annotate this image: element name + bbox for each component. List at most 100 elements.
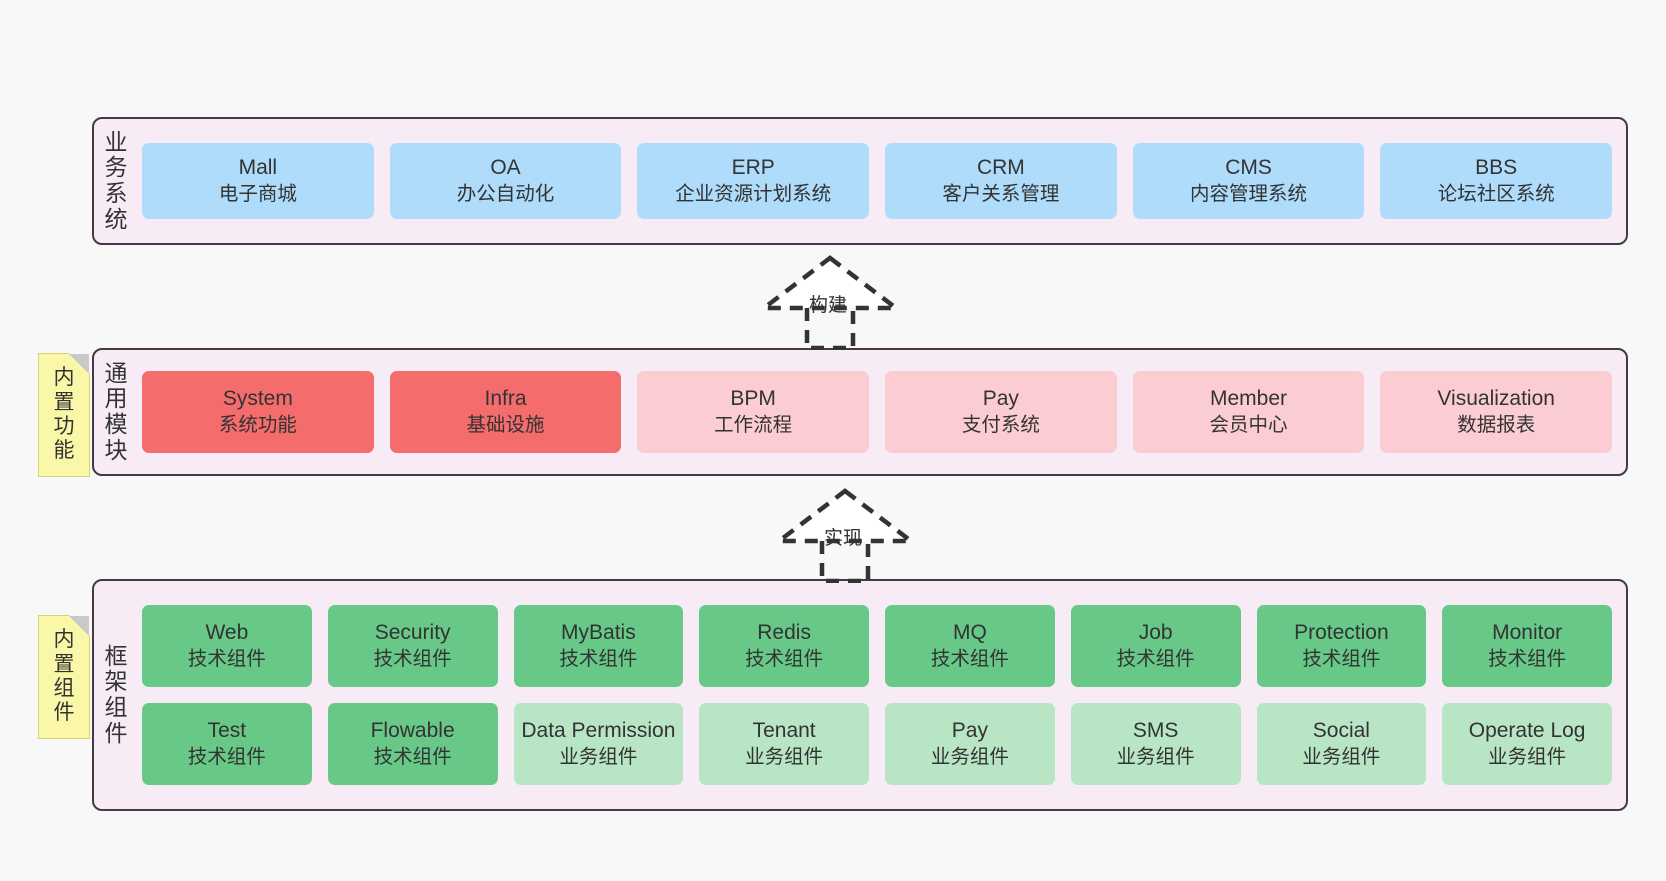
layer-label-char: 用 xyxy=(104,385,128,412)
card-sms[interactable]: SMS 业务组件 xyxy=(1070,703,1241,785)
card-member[interactable]: Member 会员中心 xyxy=(1132,371,1365,453)
layer-label-char: 务 xyxy=(104,154,128,181)
note-char: 置 xyxy=(53,652,75,676)
note-builtin-component: 内 置 组 件 xyxy=(38,615,90,739)
layer-label-char: 组 xyxy=(104,694,128,720)
card-erp[interactable]: ERP 企业资源计划系统 xyxy=(637,143,870,219)
card-web[interactable]: Web 技术组件 xyxy=(142,605,312,687)
card-subtitle: 技术组件 xyxy=(1302,647,1381,670)
connector-implement-label: 实现 xyxy=(824,528,863,549)
layer-label-common-module: 通 用 模 块 xyxy=(94,350,138,474)
layer-label-char: 模 xyxy=(104,411,128,437)
card-subtitle: 基础设施 xyxy=(466,413,545,436)
card-subtitle: 会员中心 xyxy=(1209,413,1288,436)
card-redis[interactable]: Redis 技术组件 xyxy=(699,605,869,687)
card-mall[interactable]: Mall 电子商城 xyxy=(142,143,374,219)
card-title: Redis xyxy=(757,621,811,645)
card-visualization[interactable]: Visualization 数据报表 xyxy=(1380,371,1613,453)
card-title: Flowable xyxy=(370,719,455,743)
card-system[interactable]: System 系统功能 xyxy=(142,371,374,453)
layer-label-char: 通 xyxy=(104,359,128,386)
card-title: Infra xyxy=(484,387,527,411)
card-bpm[interactable]: BPM 工作流程 xyxy=(637,371,870,453)
card-subtitle: 技术组件 xyxy=(559,647,638,670)
card-test[interactable]: Test 技术组件 xyxy=(142,703,312,785)
layer-label-char: 系 xyxy=(104,180,128,206)
layer-label-framework-component: 框 架 组 件 xyxy=(94,581,138,809)
card-subtitle: 办公自动化 xyxy=(456,182,555,205)
card-protection[interactable]: Protection 技术组件 xyxy=(1256,605,1427,687)
note-char: 能 xyxy=(53,439,75,463)
card-subtitle: 论坛社区系统 xyxy=(1437,182,1555,205)
card-mq[interactable]: MQ 技术组件 xyxy=(885,605,1055,687)
card-subtitle: 业务组件 xyxy=(1302,745,1381,768)
card-data-permission[interactable]: Data Permission 业务组件 xyxy=(513,703,684,785)
card-title: System xyxy=(222,387,293,411)
card-title: Mall xyxy=(238,156,278,180)
note-builtin-function: 内 置 功 能 xyxy=(38,353,90,477)
card-subtitle: 技术组件 xyxy=(187,745,266,768)
card-social[interactable]: Social 业务组件 xyxy=(1256,703,1427,785)
card-subtitle: 技术组件 xyxy=(187,647,266,670)
card-subtitle: 业务组件 xyxy=(1116,745,1195,768)
card-title: Protection xyxy=(1294,621,1389,645)
card-pay-module[interactable]: Pay 支付系统 xyxy=(885,371,1117,453)
card-title: MQ xyxy=(952,621,987,645)
layer-framework-component: 框 架 组 件 Web 技术组件 Security 技术组件 MyBatis 技… xyxy=(92,579,1628,811)
module-row: System 系统功能 Infra 基础设施 BPM 工作流程 Pay 支付系统… xyxy=(142,371,1613,453)
card-monitor[interactable]: Monitor 技术组件 xyxy=(1442,605,1612,687)
card-pay-component[interactable]: Pay 业务组件 xyxy=(885,703,1055,785)
note-char: 件 xyxy=(53,701,75,725)
card-bbs[interactable]: BBS 论坛社区系统 xyxy=(1380,143,1613,219)
card-title: Job xyxy=(1138,621,1173,645)
card-title: SMS xyxy=(1132,719,1179,743)
card-tenant[interactable]: Tenant 业务组件 xyxy=(699,703,869,785)
layer-label-char: 件 xyxy=(104,719,128,746)
layer-common-module: 通 用 模 块 System 系统功能 Infra 基础设施 BPM 工作流程 … xyxy=(92,348,1628,476)
note-char: 组 xyxy=(53,677,75,700)
card-title: MyBatis xyxy=(561,621,636,645)
card-security[interactable]: Security 技术组件 xyxy=(327,605,498,687)
card-subtitle: 技术组件 xyxy=(1116,647,1195,670)
card-subtitle: 业务组件 xyxy=(930,745,1009,768)
card-subtitle: 客户关系管理 xyxy=(942,182,1060,205)
card-subtitle: 技术组件 xyxy=(373,745,452,768)
card-title: Social xyxy=(1312,719,1370,743)
card-title: Visualization xyxy=(1437,387,1555,411)
framework-row-2: Test 技术组件 Flowable 技术组件 Data Permission … xyxy=(142,703,1612,785)
card-subtitle: 技术组件 xyxy=(373,647,452,670)
layer-label-char: 业 xyxy=(104,128,128,155)
card-infra[interactable]: Infra 基础设施 xyxy=(389,371,622,453)
card-subtitle: 系统功能 xyxy=(218,413,297,436)
card-title: Security xyxy=(374,621,451,645)
connector-implement-arrow xyxy=(772,488,918,584)
connector-build: 构建 xyxy=(757,252,903,351)
card-title: ERP xyxy=(731,156,775,180)
card-title: Pay xyxy=(951,719,988,743)
layer-business-system: 业 务 系 统 Mall 电子商城 OA 办公自动化 ERP 企业资源计划系统 … xyxy=(92,117,1628,245)
card-title: Test xyxy=(207,719,247,743)
card-title: Operate Log xyxy=(1468,719,1586,743)
card-subtitle: 企业资源计划系统 xyxy=(675,182,832,205)
card-mybatis[interactable]: MyBatis 技术组件 xyxy=(513,605,684,687)
connector-implement: 实现 xyxy=(772,485,918,584)
layer-label-char: 统 xyxy=(104,205,128,232)
card-subtitle: 电子商城 xyxy=(218,182,297,205)
card-crm[interactable]: CRM 客户关系管理 xyxy=(885,143,1117,219)
card-job[interactable]: Job 技术组件 xyxy=(1070,605,1241,687)
card-title: Web xyxy=(205,621,249,645)
card-cms[interactable]: CMS 内容管理系统 xyxy=(1132,143,1365,219)
note-char: 置 xyxy=(53,390,75,414)
connector-build-arrow xyxy=(757,255,903,351)
card-oa[interactable]: OA 办公自动化 xyxy=(389,143,622,219)
layer-body-common-module: System 系统功能 Infra 基础设施 BPM 工作流程 Pay 支付系统… xyxy=(138,350,1626,474)
card-title: CMS xyxy=(1225,156,1272,180)
note-char: 功 xyxy=(53,415,75,438)
card-flowable[interactable]: Flowable 技术组件 xyxy=(327,703,498,785)
card-subtitle: 技术组件 xyxy=(1488,647,1567,670)
connector-build-label: 构建 xyxy=(809,295,848,316)
card-subtitle: 内容管理系统 xyxy=(1190,182,1308,205)
layer-label-char: 框 xyxy=(104,642,128,669)
card-operate-log[interactable]: Operate Log 业务组件 xyxy=(1442,703,1612,785)
card-subtitle: 支付系统 xyxy=(961,413,1040,436)
